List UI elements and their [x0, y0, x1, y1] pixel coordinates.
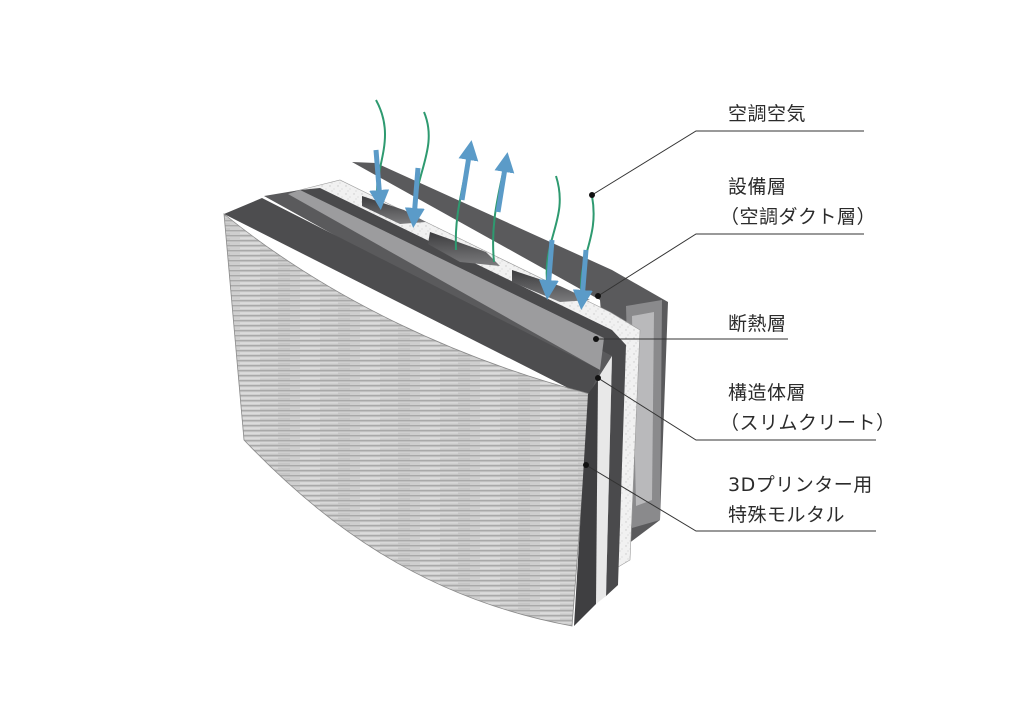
air-arrow-down	[369, 149, 390, 210]
duct-cavity	[428, 232, 500, 266]
leader-lines	[585, 130, 876, 532]
leader-structure	[597, 377, 876, 441]
label-insulation-line1: 断熱層	[728, 313, 787, 335]
label-air: 空調空気	[728, 99, 806, 129]
airflow-arrows	[369, 99, 595, 310]
label-structure: 構造体層 （スリムクリート）	[720, 378, 896, 438]
air-arrow-up	[458, 140, 479, 201]
label-mortar-line1: 3Dプリンター用	[728, 474, 873, 496]
mortar-edge-light	[596, 356, 612, 604]
leader-equipment	[597, 233, 864, 297]
label-mortar: 3Dプリンター用 特殊モルタル	[728, 470, 873, 530]
front-top-rim	[224, 198, 600, 398]
air-arrow-down	[572, 249, 593, 310]
leader-air	[591, 130, 864, 196]
label-structure-line2: （スリムクリート）	[720, 412, 896, 434]
leader-mortar	[585, 464, 876, 532]
air-arrow-up	[494, 152, 515, 213]
label-equipment-line1: 設備層	[728, 176, 787, 198]
leader-dots	[583, 192, 601, 468]
label-equipment-line2: （空調ダクト層）	[720, 206, 877, 228]
label-equipment: 設備層 （空調ダクト層）	[720, 172, 876, 232]
structure-light-strip	[288, 190, 604, 370]
label-structure-line1: 構造体層	[728, 382, 807, 404]
label-mortar-line2: 特殊モルタル	[728, 504, 846, 526]
label-air-line1: 空調空気	[728, 103, 807, 125]
air-arrow-down	[404, 167, 425, 228]
label-insulation: 断熱層	[728, 309, 787, 339]
air-arrow-down	[538, 239, 559, 300]
